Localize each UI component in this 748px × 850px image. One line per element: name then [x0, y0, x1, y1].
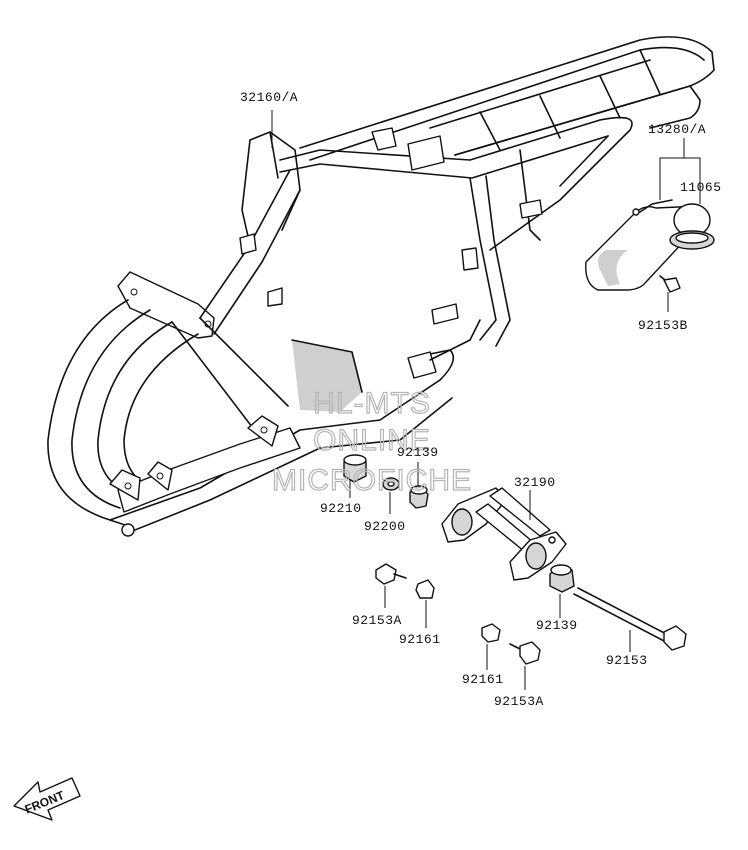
- washer-92200-drawing: [382, 477, 400, 491]
- label-92139-lower: 92139: [536, 618, 578, 633]
- label-92161-left: 92161: [399, 632, 441, 647]
- bushing-92210-drawing: [343, 454, 367, 483]
- front-arrow: FRONT: [13, 777, 81, 821]
- label-92153a-right: 92153A: [494, 694, 544, 709]
- label-32190: 32190: [514, 475, 556, 490]
- nut-92161-right-drawing: [481, 623, 501, 643]
- bracket-32190-drawing: [441, 487, 567, 581]
- label-13280a: 13280/A: [648, 122, 706, 137]
- bolt-92153a-right-drawing: [509, 641, 541, 665]
- bolt-92153b-drawing: [659, 275, 681, 293]
- label-32160a: 32160/A: [240, 90, 298, 105]
- label-11065: 11065: [680, 180, 722, 195]
- watermark: HL-MTS ONLINE MICROFICHE: [271, 386, 472, 497]
- frame-drawing: [47, 36, 715, 537]
- leader-lines: [271, 110, 701, 690]
- cover-assembly-drawing: [585, 199, 715, 291]
- part-labels: 32160/A 13280/A 11065 92153B 92139 92210…: [240, 90, 722, 709]
- collar-92139-upper-drawing: [409, 485, 429, 509]
- label-92153: 92153: [606, 653, 648, 668]
- label-92161-right: 92161: [462, 672, 504, 687]
- watermark-line-2: ONLINE: [313, 424, 431, 457]
- label-92153a-left: 92153A: [352, 613, 402, 628]
- long-bolt-92153-drawing: [573, 587, 687, 651]
- label-92210: 92210: [320, 501, 362, 516]
- watermark-line-3: MICROFICHE: [272, 464, 472, 497]
- nut-92161-left-drawing: [415, 579, 435, 599]
- collar-92139-lower-drawing: [549, 564, 575, 593]
- label-92139-upper: 92139: [397, 445, 439, 460]
- label-92200: 92200: [364, 519, 406, 534]
- label-92153b: 92153B: [638, 318, 688, 333]
- watermark-line-1: HL-MTS: [313, 387, 431, 420]
- bolt-92153a-left-drawing: [375, 563, 407, 585]
